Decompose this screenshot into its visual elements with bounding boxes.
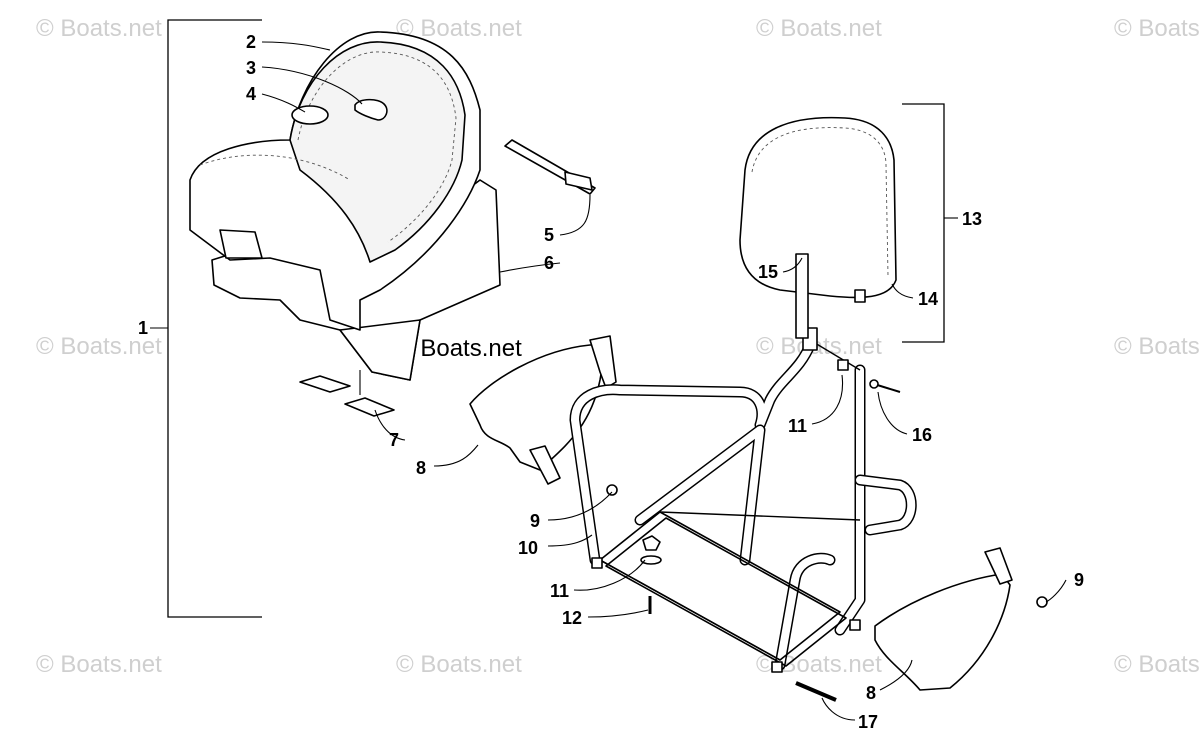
bracket-item-1 [150,19,262,618]
bracket-item-13 [902,103,958,343]
callout-2: 2 [246,32,256,52]
callout-17: 17 [858,712,878,732]
callout-9-left: 9 [530,511,540,531]
callout-12: 12 [562,608,582,628]
watermark: © Boats.net [36,15,162,42]
callout-6: 6 [544,253,554,273]
leader-lines [261,41,1067,721]
seat-assembly [189,31,501,381]
watermark-grid: © Boats.net © Boats.net © Boats.net © Bo… [36,15,1200,678]
callout-14: 14 [918,289,938,309]
pads-item-7 [299,370,395,417]
callout-3: 3 [246,58,256,78]
watermark: © Boats.net [1114,651,1200,678]
callout-1: 1 [138,318,148,338]
callout-5: 5 [544,225,554,245]
watermark: © Boats.net [1114,15,1200,42]
watermark: © Boats.net [396,651,522,678]
frame-item-10 [569,327,917,671]
callout-15: 15 [758,262,778,282]
watermark: © Boats.net [36,651,162,678]
callout-4: 4 [246,84,256,104]
callout-16: 16 [912,425,932,445]
callout-10: 10 [518,538,538,558]
hardware [591,379,1048,702]
strap-item-5 [504,139,596,195]
shield-item-8-right [874,547,1013,691]
callout-7: 7 [389,430,399,450]
backrest-item-13 [739,116,897,339]
callout-8-left: 8 [416,458,426,478]
callout-9-right: 9 [1074,570,1084,590]
watermark: © Boats.net [36,333,162,360]
callout-labels: 1 2 3 4 5 6 7 8 9 10 11 12 13 14 15 16 1… [138,32,1084,732]
shield-item-8-left [469,335,617,485]
callout-8-right: 8 [866,683,876,703]
watermark: © Boats.net [1114,333,1200,360]
watermark: © Boats.net [756,333,882,360]
watermark: © Boats.net [756,15,882,42]
callout-11-lower: 11 [550,581,569,601]
callout-11-upper: 11 [788,416,807,436]
callout-13: 13 [962,209,982,229]
